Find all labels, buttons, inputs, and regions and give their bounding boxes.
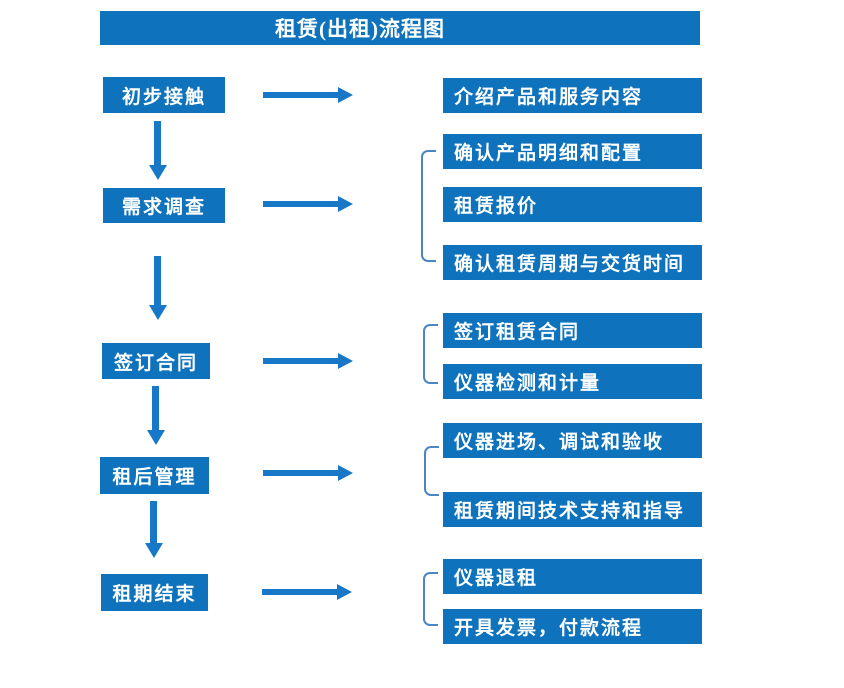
flow-arrow-down-1: [154, 121, 161, 165]
group-bracket-post-rental: [424, 446, 439, 496]
output-box-instrument-setup: 仪器进场、调试和验收: [443, 423, 702, 458]
flow-arrow-right-3: [263, 358, 338, 364]
step-box-sign-contract: 签订合同: [102, 343, 210, 379]
output-box-invoice-payment: 开具发票，付款流程: [443, 609, 702, 644]
flow-arrow-right-1: [263, 92, 338, 98]
step-box-initial-contact: 初步接触: [103, 77, 225, 113]
group-bracket-sign-contract: [423, 324, 438, 384]
diagram-title: 租赁(出租)流程图: [100, 11, 700, 45]
flow-arrow-right-4: [263, 470, 338, 476]
output-box-sign-rental-contract: 签订租赁合同: [443, 313, 702, 348]
group-bracket-lease-end: [423, 572, 438, 626]
flow-arrow-down-4: [150, 501, 157, 543]
group-bracket-demand-survey: [421, 150, 436, 262]
step-box-post-rental: 租后管理: [100, 457, 209, 494]
flow-arrow-right-2: [263, 201, 338, 207]
step-box-demand-survey: 需求调查: [103, 188, 225, 223]
flow-arrow-down-3: [152, 386, 159, 430]
output-box-tech-support: 租赁期间技术支持和指导: [443, 492, 702, 527]
flow-arrow-down-2: [154, 256, 161, 305]
flow-arrow-right-5: [262, 589, 337, 595]
output-box-rental-quote: 租赁报价: [443, 187, 702, 222]
output-box-instrument-return: 仪器退租: [443, 559, 702, 594]
output-box-confirm-period: 确认租赁周期与交货时间: [443, 245, 702, 280]
output-box-instrument-testing: 仪器检测和计量: [443, 364, 702, 399]
step-box-lease-end: 租期结束: [101, 574, 208, 611]
output-box-introduce-products: 介绍产品和服务内容: [443, 78, 702, 113]
output-box-confirm-details: 确认产品明细和配置: [443, 134, 702, 169]
